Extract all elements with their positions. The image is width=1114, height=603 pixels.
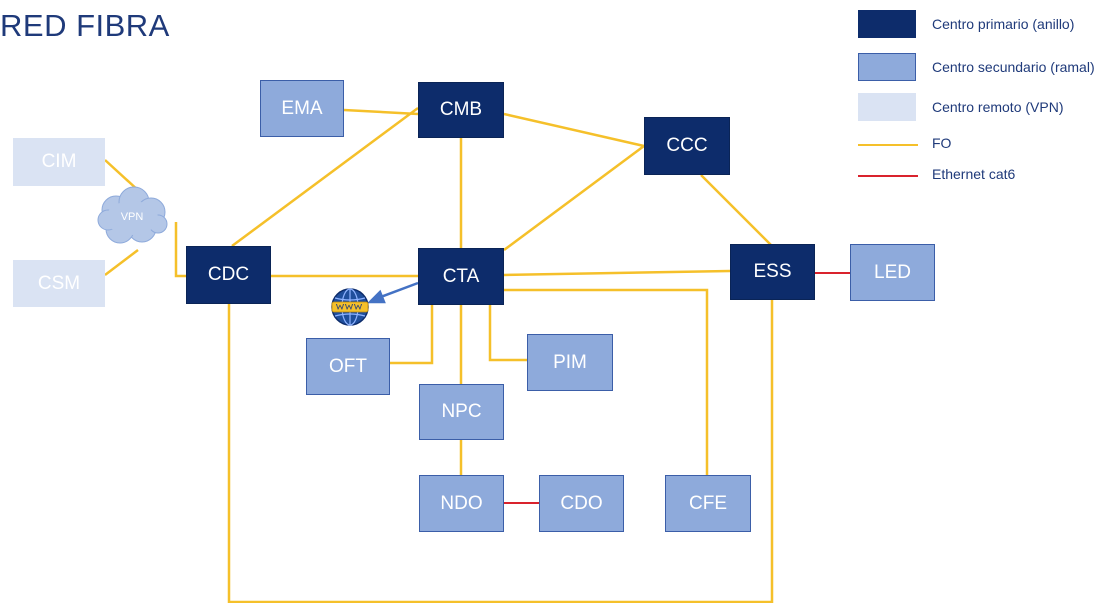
globe-www-icon	[330, 287, 370, 327]
node-led: LED	[850, 244, 935, 301]
legend-label-fiber: FO	[932, 135, 952, 151]
node-npc: NPC	[419, 384, 504, 440]
fo-link-cta-cfe	[504, 288, 709, 475]
legend-item-fiber: FO	[858, 135, 951, 151]
legend-swatch-remote	[858, 93, 916, 121]
legend-swatch-primary	[858, 10, 916, 38]
legend-item-secondary: Centro secundario (ramal)	[858, 53, 1095, 81]
legend-label-primary: Centro primario (anillo)	[932, 16, 1075, 32]
fo-link-ema-cmb	[343, 108, 419, 116]
fo-link-cdc-ess-ring	[227, 300, 774, 603]
node-ndo: NDO	[419, 475, 504, 532]
legend-label-ethernet: Ethernet cat6	[932, 166, 1016, 182]
diagram-title: RED FIBRA	[0, 8, 170, 43]
legend-item-ethernet: Ethernet cat6	[858, 166, 1015, 182]
node-cta: CTA	[418, 248, 504, 305]
node-csm: CSM	[13, 260, 105, 307]
node-cfe: CFE	[665, 475, 751, 532]
legend-label-remote: Centro remoto (VPN)	[932, 99, 1064, 115]
legend-item-primary: Centro primario (anillo)	[858, 10, 1074, 38]
legend-swatch-secondary	[858, 53, 916, 81]
fo-link-cta-pim	[488, 305, 527, 362]
cloud-icon	[97, 186, 168, 244]
fo-link-cta-ess	[503, 269, 731, 277]
legend-swatch-ethernet	[858, 175, 918, 177]
node-oft: OFT	[306, 338, 390, 395]
legend-swatch-fiber	[858, 144, 918, 146]
legend-item-remote: Centro remoto (VPN)	[858, 93, 1063, 121]
vpn-label: VPN	[120, 211, 144, 223]
node-ess: ESS	[730, 244, 815, 300]
fo-link-vpn-cdc	[174, 222, 186, 278]
legend-label-secondary: Centro secundario (ramal)	[932, 59, 1095, 75]
node-cim: CIM	[13, 138, 105, 186]
fo-link-cta-ccc	[503, 144, 645, 252]
vpn-cloud: VPN	[92, 182, 172, 252]
fo-link-csm-vpn	[104, 249, 139, 276]
node-cdc: CDC	[186, 246, 271, 304]
fo-link-cmb-ccc	[503, 112, 645, 148]
node-ema: EMA	[260, 80, 344, 137]
fo-link-ccc-ess	[700, 174, 773, 247]
fo-link-cta-oft	[390, 305, 434, 365]
internet-arrow	[366, 281, 419, 304]
node-cdo: CDO	[539, 475, 624, 532]
fo-link-cdc-cmb	[231, 106, 419, 248]
node-ccc: CCC	[644, 117, 730, 175]
node-cmb: CMB	[418, 82, 504, 138]
node-pim: PIM	[527, 334, 613, 391]
